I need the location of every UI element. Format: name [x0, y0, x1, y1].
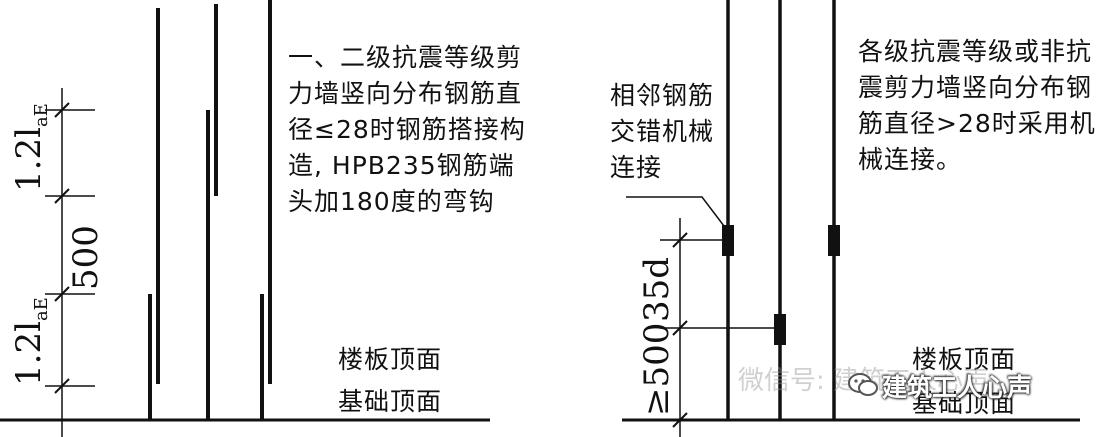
left-dim-tick	[54, 102, 70, 118]
left-dim-label-gap: 500	[66, 225, 106, 290]
left-dim-label-lower: 1.2laE	[9, 297, 52, 386]
right-note-line: 筋直径>28时采用机	[858, 109, 1096, 138]
svg-text:1.2laE: 1.2laE	[9, 297, 52, 386]
left-dim-tick	[54, 378, 70, 394]
left-dim-tick	[54, 286, 70, 302]
wechat-icon	[848, 372, 878, 398]
callout-line: 相邻钢筋	[610, 81, 715, 110]
left-note-line: 径≤28时钢筋搭接构	[288, 115, 526, 144]
left-note-line: 力墙竖向分布钢筋直	[288, 79, 523, 108]
svg-text:≥500: ≥500	[637, 323, 677, 416]
left-note: 一、二级抗震等级剪 力墙竖向分布钢筋直 径≤28时钢筋搭接构 造, HPB235…	[288, 40, 526, 220]
coupler-block	[774, 314, 786, 345]
coupler-block	[722, 225, 734, 256]
svg-text:1.2laE: 1.2laE	[9, 103, 52, 192]
left-note-line: 一、二级抗震等级剪	[288, 43, 523, 72]
mechanical-couplers	[722, 225, 840, 345]
svg-text:500: 500	[66, 225, 106, 290]
callout-text: 相邻钢筋 交错机械 连接	[610, 78, 714, 186]
right-dim-label-min: ≥500	[637, 323, 677, 416]
left-note-line: 头加180度的弯钩	[288, 187, 495, 216]
watermark-brand-text: 建筑工人心声	[882, 373, 1033, 402]
right-note-line: 各级抗震等级或非抗	[858, 37, 1093, 66]
right-note: 各级抗震等级或非抗 震剪力墙竖向分布钢 筋直径>28时采用机 械连接。	[858, 34, 1096, 178]
left-detail	[0, 0, 490, 437]
svg-text:35d: 35d	[637, 257, 677, 322]
callout-line: 连接	[610, 153, 663, 182]
left-dim-label-upper: 1.2laE	[9, 103, 52, 192]
right-foundation-label: 基础顶面	[912, 389, 1017, 418]
callout-line: 交错机械	[610, 117, 715, 146]
left-dim-tick	[54, 188, 70, 204]
right-dim-tick	[672, 412, 688, 428]
right-dim-tick	[672, 320, 688, 336]
callout-leader	[626, 196, 725, 227]
right-note-line: 械连接。	[858, 145, 963, 174]
left-foundation-label: 基础顶面	[338, 387, 443, 416]
right-floor-label: 楼板顶面	[912, 345, 1017, 374]
right-note-line: 震剪力墙竖向分布钢	[858, 73, 1093, 102]
left-floor-label: 楼板顶面	[338, 345, 443, 374]
coupler-block	[828, 225, 840, 256]
right-detail	[622, 0, 1080, 437]
right-dim-tick	[672, 232, 688, 248]
left-note-line: 造, HPB235钢筋端	[288, 151, 515, 180]
right-dim-label-stagger: 35d	[637, 257, 677, 322]
